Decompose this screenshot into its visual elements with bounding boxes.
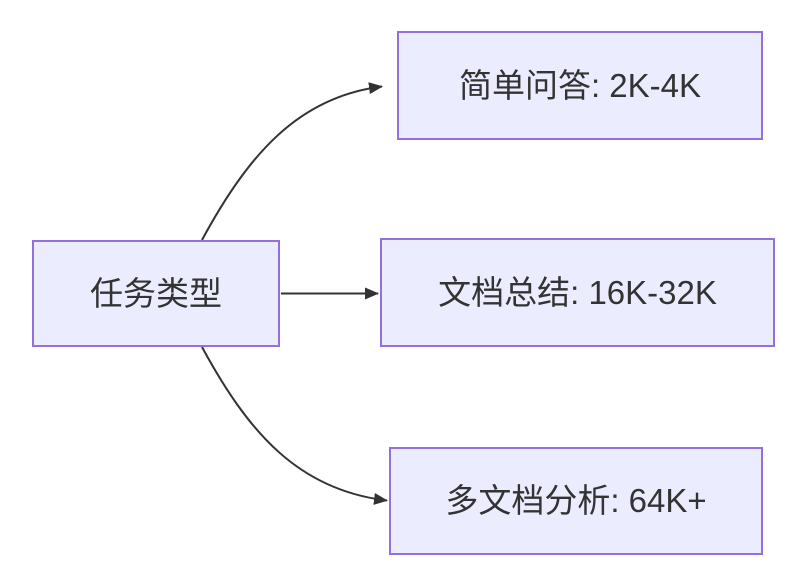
node-doc-summary-label: 文档总结: 16K-32K — [438, 273, 717, 311]
edge-root-to-multi-doc — [201, 346, 388, 505]
node-task-type-label: 任务类型 — [90, 274, 222, 312]
edge-root-to-simple-qa — [201, 82, 383, 241]
node-doc-summary: 文档总结: 16K-32K — [380, 238, 775, 347]
node-multi-doc-label: 多文档分析: 64K+ — [445, 482, 707, 520]
node-simple-qa-label: 简单问答: 2K-4K — [458, 66, 702, 104]
node-task-type: 任务类型 — [32, 240, 280, 347]
node-simple-qa: 简单问答: 2K-4K — [397, 31, 763, 140]
node-multi-doc: 多文档分析: 64K+ — [389, 447, 763, 555]
